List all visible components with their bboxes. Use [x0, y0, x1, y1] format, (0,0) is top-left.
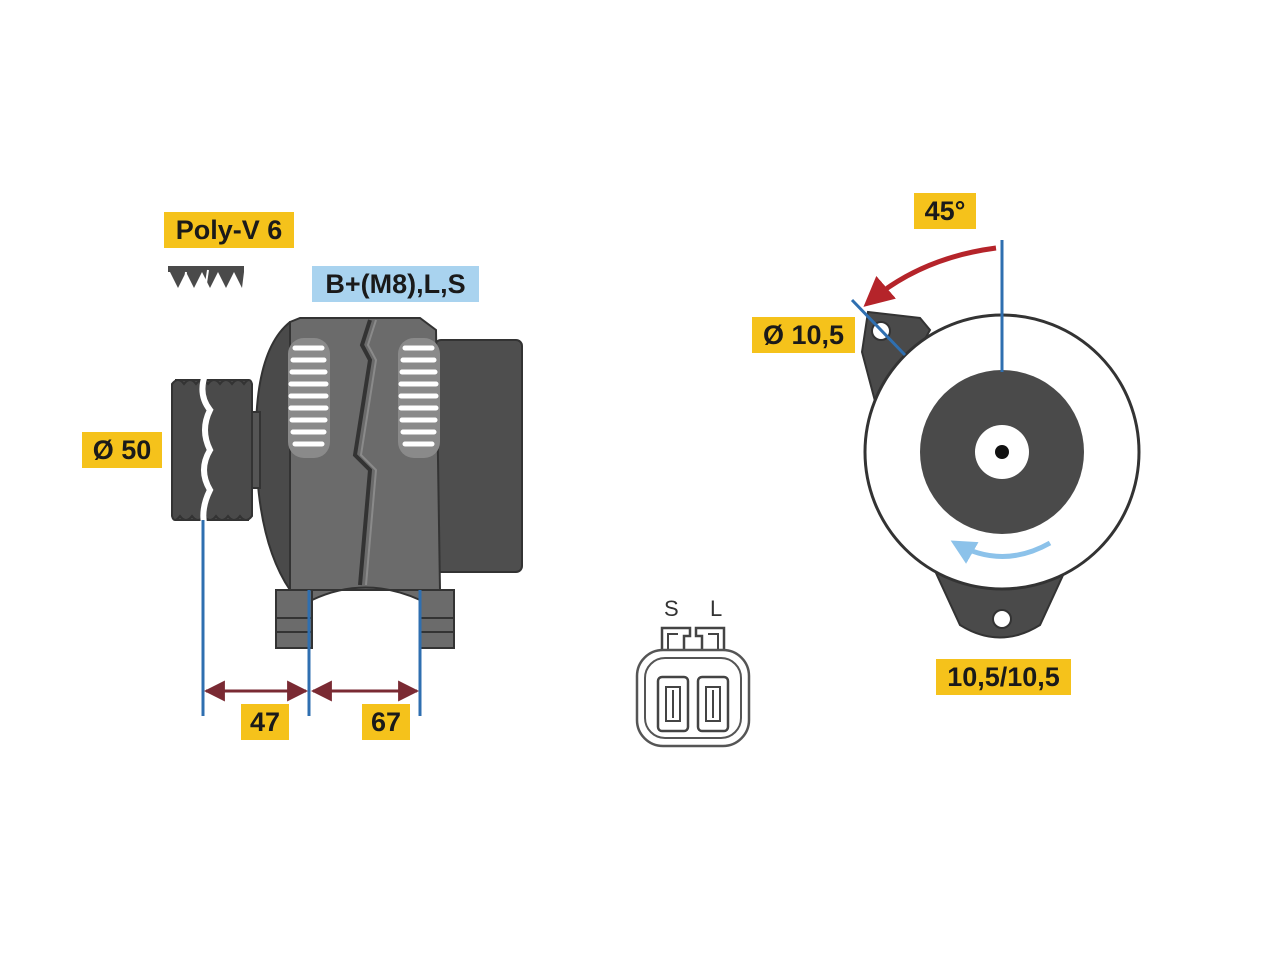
alternator-side-view — [168, 266, 523, 716]
dimension-47-label: 47 — [241, 704, 289, 740]
connector-pin-s-label: S — [664, 596, 679, 621]
pulley-diameter-label: Ø 50 — [82, 432, 162, 468]
housing-seam — [352, 319, 373, 586]
mounting-feet — [275, 586, 455, 649]
dimension-67-label: 67 — [362, 704, 410, 740]
mount-holes-label: 10,5/10,5 — [936, 659, 1071, 695]
alternator-front-view — [850, 240, 1141, 639]
belt-profile-icon — [168, 266, 244, 291]
vent-slots-rear — [398, 338, 440, 458]
hole-diameter-label: Ø 10,5 — [752, 317, 855, 353]
connector-plug-icon — [635, 626, 751, 748]
connector-pin-l-label: L — [710, 596, 723, 621]
rotation-arrow — [950, 540, 1052, 564]
angle-arc-arrow — [863, 245, 997, 307]
belt-label: Poly-V 6 — [164, 212, 294, 248]
pulley — [171, 374, 253, 529]
vent-slots-front — [288, 338, 330, 458]
dimension-lines — [201, 520, 422, 716]
lower-mount-hole — [992, 609, 1012, 629]
terminals-label: B+(M8),L,S — [312, 266, 479, 302]
rear-cover — [434, 339, 523, 573]
angle-label: 45° — [914, 193, 976, 229]
diagonal-reference-line — [850, 298, 907, 357]
